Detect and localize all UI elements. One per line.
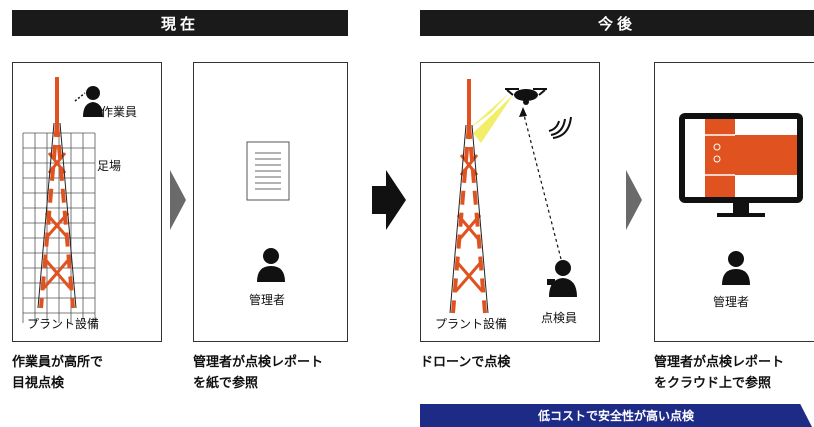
panel-cloud-report: 管理者 [654, 62, 814, 342]
current-header: 現在 [12, 10, 348, 36]
manager-label: 管理者 [249, 293, 286, 307]
tower-icon [449, 79, 489, 314]
future-header-label: 今後 [597, 14, 636, 33]
control-link-line [519, 107, 562, 260]
panel-current-inspection: 作業員 足場 プラント設備 [12, 62, 162, 342]
document-icon [246, 141, 290, 201]
plant-label: プラント設備 [27, 317, 100, 331]
panel-drone-inspection: プラント設備 点検員 [420, 62, 600, 342]
arrow-gray-icon [626, 170, 642, 230]
monitor-icon [679, 113, 803, 217]
plant-label: プラント設備 [435, 317, 508, 331]
inspector-label: 点検員 [541, 311, 578, 325]
arrow-gray-icon [170, 170, 186, 230]
manager-icon [257, 248, 285, 282]
current-header-label: 現在 [160, 14, 199, 33]
caption-cloud-report: 管理者が点検レポート をクラウド上で参照 [654, 355, 785, 391]
caption-paper-report: 管理者が点検レポート を紙で参照 [193, 355, 324, 391]
caption-drone-inspection: ドローンで点検 [420, 355, 511, 370]
drone-icon [505, 88, 547, 105]
manager-icon [722, 251, 750, 285]
arrow-black-icon [372, 170, 406, 230]
worker-icon [74, 86, 103, 117]
inspector-icon [547, 260, 577, 297]
future-header: 今後 [420, 10, 814, 36]
signal-icon [548, 116, 572, 139]
worker-label: 作業員 [101, 105, 138, 119]
scaffold-label: 足場 [97, 159, 122, 173]
manager-label: 管理者 [713, 295, 750, 309]
tower-icon [37, 77, 77, 309]
drone-beam-icon [469, 93, 513, 143]
benefit-banner-text: 低コストで安全性が高い点検 [537, 409, 694, 423]
caption-worker-visual: 作業員が高所で 目視点検 [12, 355, 104, 391]
benefit-banner: 低コストで安全性が高い点検 [420, 404, 812, 427]
panel-paper-report: 管理者 [193, 62, 348, 342]
